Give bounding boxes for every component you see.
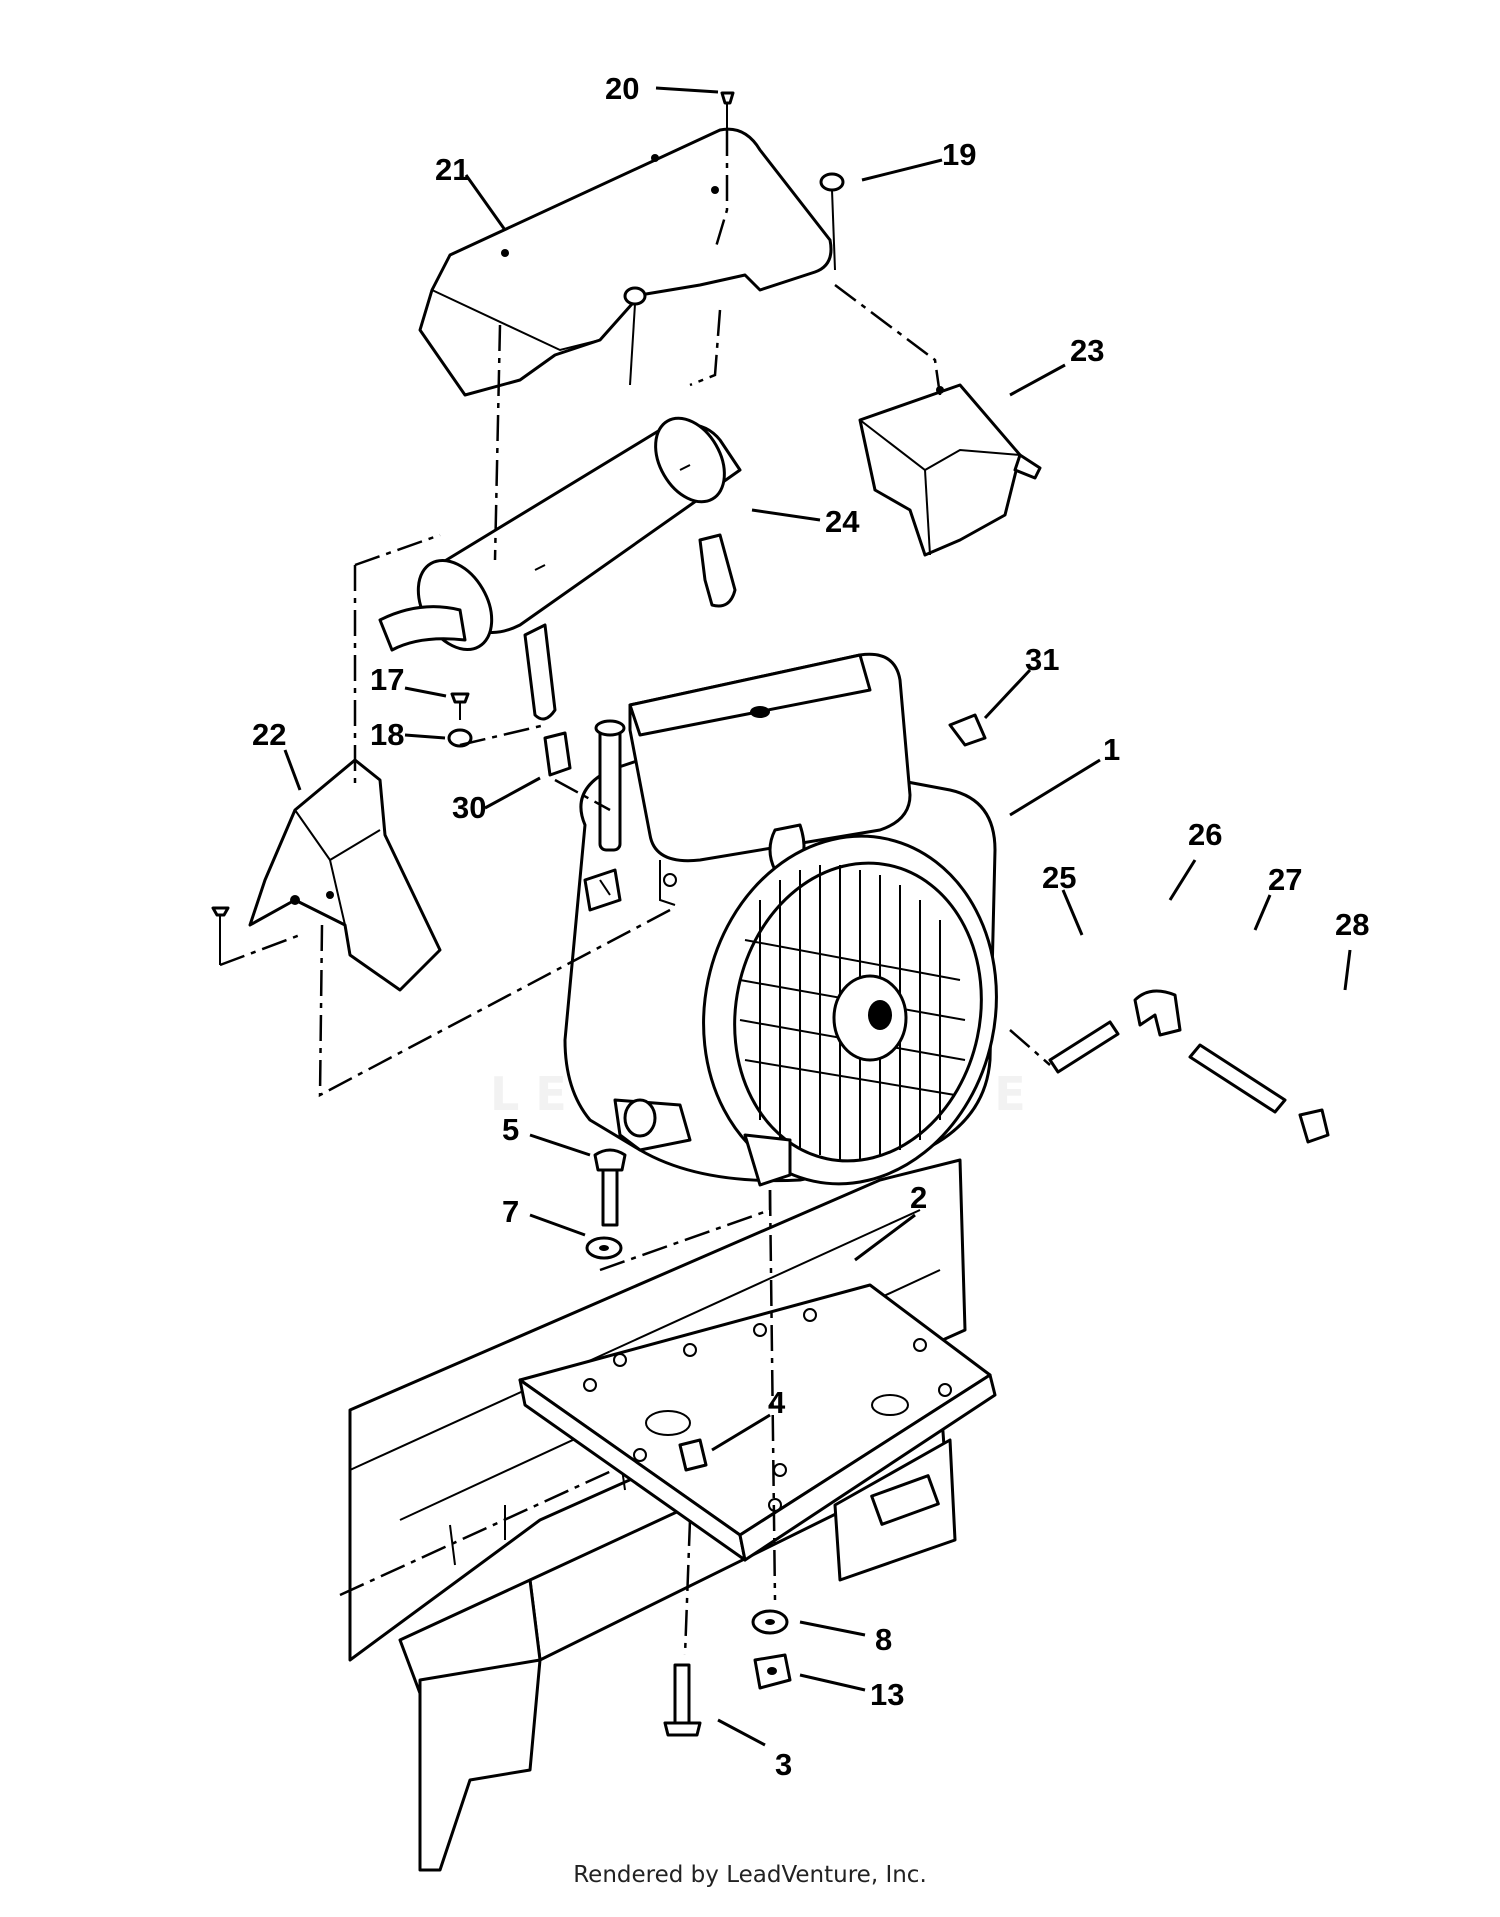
callout-numbers: 20 19 21 23 24 31 17 18 22 1 30 26 27 25… [252, 71, 1369, 1782]
callout-26: 26 [1188, 817, 1222, 852]
callout-24: 24 [825, 504, 860, 539]
callout-17: 17 [370, 662, 404, 697]
callout-27: 27 [1268, 862, 1302, 897]
callout-30: 30 [452, 790, 486, 825]
callout-18: 18 [370, 717, 404, 752]
callout-31: 31 [1025, 642, 1059, 677]
callout-22: 22 [252, 717, 286, 752]
callout-5: 5 [502, 1112, 519, 1147]
heat-shield-left [248, 758, 442, 992]
callout-25: 25 [1042, 860, 1076, 895]
engine [563, 652, 998, 1187]
callout-7: 7 [502, 1194, 519, 1229]
heat-shield-right [858, 383, 1042, 557]
chassis-frame [339, 1158, 967, 1872]
assembly-lines [219, 130, 1051, 1656]
callout-19: 19 [942, 137, 976, 172]
callout-23: 23 [1070, 333, 1104, 368]
callout-21: 21 [435, 152, 469, 187]
callout-8: 8 [875, 1622, 892, 1657]
footer-credit: Rendered by LeadVenture, Inc. [573, 1862, 927, 1888]
callout-4: 4 [768, 1385, 786, 1420]
callout-20: 20 [605, 71, 639, 106]
callout-28: 28 [1335, 907, 1369, 942]
muffler [378, 416, 742, 721]
callout-2: 2 [910, 1180, 927, 1215]
callout-13: 13 [870, 1677, 904, 1712]
callout-1: 1 [1103, 732, 1120, 767]
callout-3: 3 [775, 1747, 792, 1782]
leader-lines [283, 86, 1352, 1747]
small-hardware [211, 91, 1330, 1737]
base-plate [518, 1283, 997, 1562]
heat-shield-top [418, 127, 833, 397]
